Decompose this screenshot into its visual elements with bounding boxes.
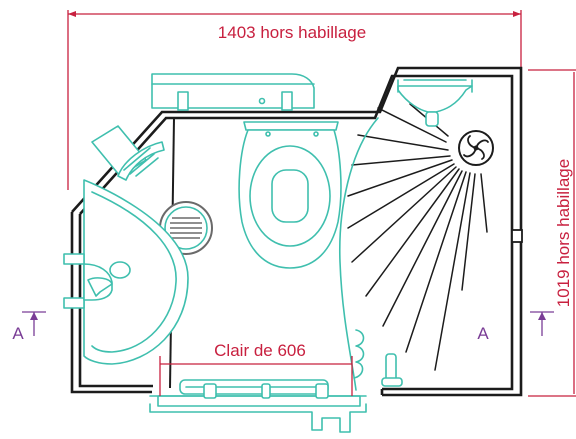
entrance-door <box>149 379 367 433</box>
fan-icon <box>458 130 494 166</box>
width-dimension-label: 1403 hors habillage <box>218 23 366 42</box>
toilet <box>238 121 342 269</box>
shower-stool <box>381 353 403 387</box>
section-mark-right: A <box>477 311 554 343</box>
section-mark-left-label: A <box>12 324 24 343</box>
door-clear-label: Clair de 606 <box>214 341 306 360</box>
technical-compartment <box>151 73 315 111</box>
door-clear-dimension: Clair de 606 <box>159 341 353 396</box>
hand-dryer <box>91 125 165 181</box>
depth-dimension: 1019 hors habillage <box>528 69 576 397</box>
shower-tray <box>347 103 488 371</box>
section-mark-left: A <box>12 311 46 343</box>
section-mark-right-label: A <box>477 324 489 343</box>
depth-dimension-label: 1019 hors habillage <box>554 159 573 307</box>
cabin-walls <box>70 66 523 397</box>
shower-partition <box>338 117 379 391</box>
washbasin <box>63 179 189 365</box>
shower-head <box>397 79 473 127</box>
